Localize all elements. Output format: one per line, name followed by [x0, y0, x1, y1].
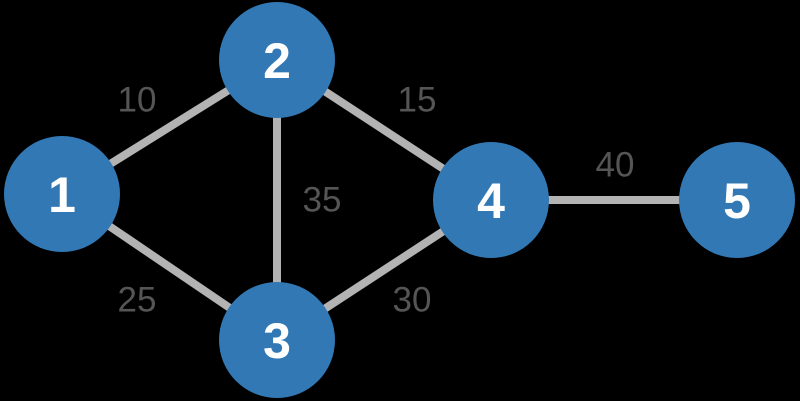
- graph-node-circle-4[interactable]: [433, 142, 549, 258]
- nodes-layer: 1 2 3 4 5: [4, 2, 795, 398]
- graph-node-label-5: 5: [723, 173, 751, 229]
- edge-weight-label-1-3: 25: [118, 281, 157, 320]
- edge-weight-label-2-3: 35: [303, 181, 342, 220]
- graph-node-label-1: 1: [48, 167, 76, 223]
- edge-weight-label-3-4: 30: [393, 281, 432, 320]
- graph-node-circle-5[interactable]: [679, 142, 795, 258]
- graph-node-circle-1[interactable]: [4, 136, 120, 252]
- graph-node-2[interactable]: 2: [219, 2, 335, 118]
- edge-weight-label-2-4: 15: [398, 81, 437, 120]
- graph-node-circle-2[interactable]: [219, 2, 335, 118]
- graph-node-circle-3[interactable]: [219, 282, 335, 398]
- edge-weight-label-4-5: 40: [596, 146, 635, 185]
- graph-node-1[interactable]: 1: [4, 136, 120, 252]
- graph-node-4[interactable]: 4: [433, 142, 549, 258]
- edge-labels-layer: 10 25 35 15 30 40: [118, 81, 635, 320]
- graph-node-3[interactable]: 3: [219, 282, 335, 398]
- edge-weight-label-1-2: 10: [118, 81, 157, 120]
- graph-node-label-2: 2: [263, 33, 291, 89]
- graph-node-5[interactable]: 5: [679, 142, 795, 258]
- graph-node-label-4: 4: [477, 173, 505, 229]
- graph-node-label-3: 3: [263, 313, 291, 369]
